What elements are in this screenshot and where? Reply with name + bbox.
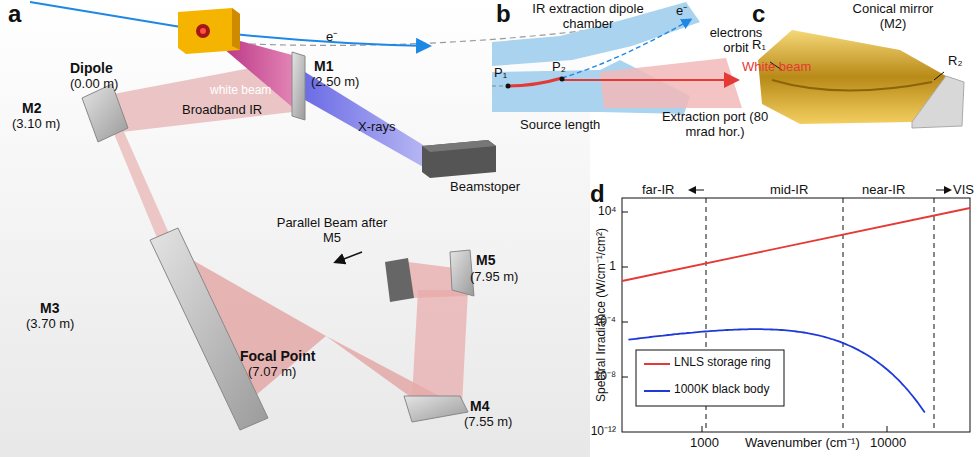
label: Source length — [520, 118, 600, 133]
label: VIS — [953, 183, 974, 198]
label: Broadband IR — [182, 103, 262, 118]
label: (7.55 m) — [464, 415, 512, 430]
label: R₁ — [752, 38, 766, 53]
label: 10000 — [870, 436, 906, 451]
label: e⁻ — [676, 4, 687, 19]
panel-label: Dipole — [70, 60, 113, 76]
label: 1000 — [690, 436, 719, 451]
label: (7.95 m) — [470, 270, 518, 285]
label: X-rays — [358, 120, 396, 135]
label: Wavenumber (cm⁻¹) — [745, 436, 860, 451]
panel-label: M5 — [476, 252, 495, 268]
label: R₂ — [948, 54, 962, 69]
label: 10⁴ — [598, 205, 616, 219]
label: P₂ — [552, 60, 566, 75]
label: (3.10 m) — [12, 117, 60, 132]
label: White beam — [742, 60, 811, 75]
label: 10⁻¹² — [586, 425, 616, 439]
label: (0.00 m) — [70, 77, 118, 92]
panel-label: a — [8, 0, 21, 28]
label: (7.07 m) — [248, 365, 296, 380]
label: Extraction port (80 mrad hor.) — [650, 110, 780, 140]
label: near-IR — [862, 183, 905, 198]
panel-label: M3 — [40, 300, 59, 316]
panel-label: M4 — [470, 398, 489, 414]
panel-label: d — [590, 180, 605, 208]
legend-line — [644, 363, 670, 365]
label: e⁻ — [326, 30, 337, 45]
label: Parallel Beam after M5 — [272, 216, 392, 246]
label: 1 — [598, 260, 616, 274]
panel-label: Focal Point — [240, 348, 315, 364]
label: (3.70 m) — [26, 317, 74, 332]
legend-line — [644, 390, 670, 392]
legend-text: LNLS storage ring — [674, 356, 771, 370]
label: white beam — [210, 84, 271, 98]
label: 10⁻⁸ — [590, 370, 616, 384]
label: mid-IR — [770, 183, 808, 198]
label: far-IR — [642, 183, 675, 198]
label: P₁ — [494, 66, 507, 81]
panel-label: b — [496, 0, 511, 28]
legend-text: 1000K black body — [674, 383, 769, 397]
panel-label: M1 — [314, 58, 333, 74]
panel-label: M2 — [22, 100, 41, 116]
label: 10⁻⁴ — [590, 315, 616, 329]
label: Conical mirror (M2) — [848, 2, 938, 32]
label: IR extraction dipole chamber — [518, 2, 658, 32]
panel-label: c — [752, 0, 765, 28]
label: Beamstoper — [450, 180, 520, 195]
label: (2.50 m) — [311, 75, 359, 90]
